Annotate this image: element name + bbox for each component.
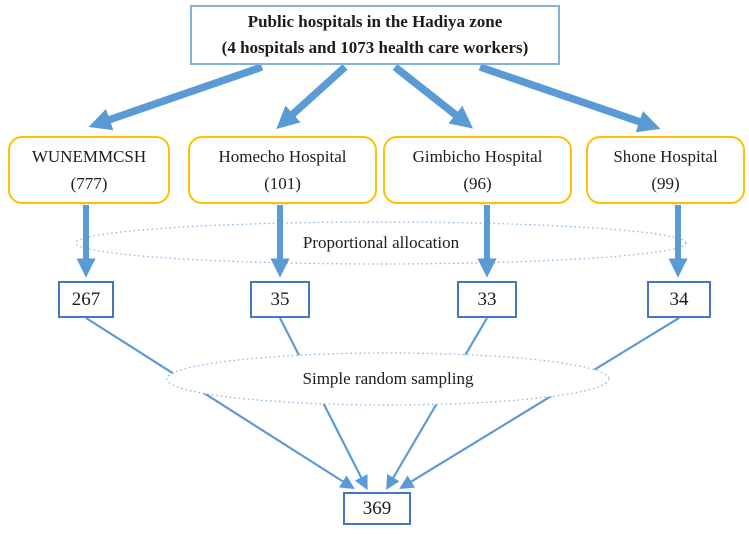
hospital-name: Homecho Hospital — [218, 147, 347, 166]
hospital-box-homecho: Homecho Hospital (101) — [188, 136, 377, 204]
hospital-count: (101) — [264, 174, 301, 193]
allocation-arrows — [76, 205, 688, 278]
hospital-count: (99) — [651, 174, 680, 193]
simple-random-sampling-label: Simple random sampling — [302, 369, 474, 388]
hospital-box-shone: Shone Hospital (99) — [586, 136, 745, 204]
line-sample4-to-total — [399, 317, 680, 489]
hospital-count: (96) — [463, 174, 492, 193]
title-box: Public hospitals in the Hadiya zone (4 h… — [190, 5, 560, 65]
hospital-name: WUNEMMCSH — [31, 147, 147, 166]
hospital-count: (777) — [70, 174, 108, 193]
arrow-to-hospital-4 — [478, 63, 661, 133]
arrow-to-hospital-3 — [392, 64, 474, 129]
sample-size-box-4: 34 — [647, 281, 711, 318]
arrow-to-hospital-1 — [88, 63, 264, 131]
hospital-name: Shone Hospital — [613, 147, 718, 166]
sample-size-value: 33 — [477, 288, 497, 310]
title-line-2: (4 hospitals and 1073 health care worker… — [221, 38, 529, 57]
total-sample-box: 369 — [343, 492, 411, 525]
title-line-1: Public hospitals in the Hadiya zone — [247, 12, 503, 31]
line-sample1-to-total — [85, 317, 355, 490]
hospital-box-wunemmcsh: WUNEMMCSH (777) — [8, 136, 170, 204]
total-sample-value: 369 — [362, 497, 392, 519]
hospital-name: Gimbicho Hospital — [412, 147, 543, 166]
sample-size-box-2: 35 — [250, 281, 310, 318]
proportional-allocation-label: Proportional allocation — [302, 233, 460, 252]
sample-size-box-1: 267 — [58, 281, 114, 318]
hospital-box-gimbicho: Gimbicho Hospital (96) — [383, 136, 572, 204]
proportional-allocation-ellipse — [75, 221, 687, 265]
sample-size-value: 34 — [669, 288, 689, 310]
sample-size-box-3: 33 — [457, 281, 517, 318]
sample-size-value: 267 — [71, 288, 101, 310]
arrow-to-hospital-2 — [276, 64, 348, 130]
fanout-arrows — [88, 63, 661, 133]
sample-size-value: 35 — [270, 288, 290, 310]
simple-random-sampling-ellipse — [166, 352, 610, 406]
